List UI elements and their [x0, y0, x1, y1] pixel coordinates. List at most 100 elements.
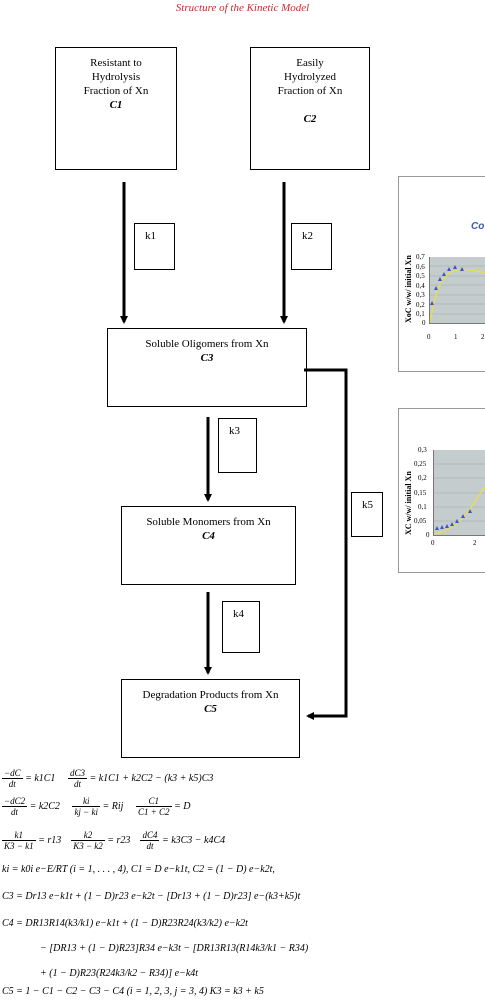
- tick: 1: [454, 333, 458, 341]
- equation-text: = r23: [107, 834, 131, 846]
- tick: 0,2: [418, 474, 427, 482]
- tick: 0: [431, 539, 435, 547]
- chart-panel-1-point: [442, 272, 446, 276]
- box-c3: Soluble Oligomers from Xn C3: [107, 328, 307, 407]
- chart-panel-2-point: [440, 525, 444, 529]
- tick: 2: [473, 539, 477, 547]
- box-c5: Degradation Products from Xn C5: [121, 679, 300, 758]
- tick: 0,25: [414, 460, 427, 468]
- tick: 0: [426, 531, 430, 539]
- numerator: dC4: [140, 830, 160, 841]
- box-c1-line3: Fraction of Xn: [83, 85, 149, 97]
- denominator: dt: [11, 807, 19, 817]
- tick: 0,3: [418, 446, 427, 454]
- equation-line-5: C3 = Dr13 e−k1t + (1 − D)r23 e−k2t − [Dr…: [2, 891, 301, 902]
- equation-text: = Rij: [102, 800, 124, 812]
- denominator: C1 + C2: [137, 807, 170, 817]
- box-c1-line1: Resistant to: [90, 57, 142, 69]
- chart-panel-1-points: [430, 265, 464, 305]
- box-c1-variable: C1: [109, 99, 123, 111]
- box-c2-line2: Hydrolyzed: [284, 71, 336, 83]
- box-c3-variable: C3: [200, 352, 214, 364]
- chart-panel-1-point: [430, 301, 434, 305]
- chart-panel-1-ylabel: XoC w/w/ initial Xn: [404, 255, 413, 323]
- chart-panel-1-point: [438, 277, 442, 281]
- box-c5-variable: C5: [204, 703, 217, 715]
- chart-panel-1-point: [460, 267, 464, 271]
- chart-panel-2-plot: [433, 450, 485, 536]
- denominator: dt: [8, 779, 16, 789]
- numerator: k2: [71, 830, 105, 841]
- tick: 0: [427, 333, 431, 341]
- tick: 0,15: [414, 489, 427, 497]
- chart-panel-2-points: [435, 509, 472, 530]
- equation-text: = k1C1: [25, 772, 56, 784]
- arrow-c3-to-c5: [304, 368, 348, 720]
- numerator: −dC2: [2, 796, 28, 807]
- box-c2-line3: Fraction of Xn: [277, 85, 343, 97]
- rate-k1: k1: [134, 223, 175, 270]
- numerator: C1: [135, 796, 172, 807]
- tick: 2: [481, 333, 485, 341]
- denominator: K3 − k2: [73, 841, 103, 851]
- chart-panel-2-point: [445, 524, 449, 528]
- numerator: k1: [2, 830, 36, 841]
- box-c3-line1: Soluble Oligomers from Xn: [145, 338, 269, 350]
- chart-panel-2-point: [461, 514, 465, 518]
- equation-text: = k2C2: [29, 800, 60, 812]
- chart-panel-1-fit-curve: [429, 269, 485, 324]
- numerator: −dC: [2, 768, 23, 779]
- equation-line-7: − [DR13 + (1 − D)R23]R34 e−k3t − [DR13R1…: [40, 943, 309, 954]
- chart-panel-2-fit-curve: [433, 486, 485, 535]
- denominator: K3 − k1: [4, 841, 34, 851]
- equation-text: = k3C3 − k4C4: [161, 834, 226, 846]
- chart-panel-2: XC w/w/ initial Xn 0,3 0,25 0,2 0,15 0,1…: [398, 408, 485, 573]
- tick: 0,5: [416, 272, 425, 280]
- chart-panel-1-point: [434, 286, 438, 290]
- box-c2: Easily Hydrolyzed Fraction of Xn C2: [250, 47, 370, 170]
- box-c2-variable: C2: [303, 113, 317, 125]
- equation-text: = r13: [38, 834, 62, 846]
- chart-panel-1: Co XoC w/w/ initial Xn 0,7 0,6 0,5 0,4 0…: [398, 176, 485, 372]
- tick: 0,05: [414, 517, 427, 525]
- numerator: dC3: [67, 768, 87, 779]
- equation-line-6: C4 = DR13R14(k3/k1) e−k1t + (1 − D)R23R2…: [2, 918, 248, 929]
- chart-panel-2-point: [435, 526, 439, 530]
- equation-line-8: + (1 − D)R23(R24k3/k2 − R34)] e−k4t: [40, 968, 199, 979]
- tick: 0,6: [416, 263, 425, 271]
- chart-panel-1-svg: [429, 265, 485, 324]
- rate-k2: k2: [291, 223, 332, 270]
- chart-panel-2-ylabel: XC w/w/ initial Xn: [404, 471, 413, 535]
- equation-text: = k1C1 + k2C2 − (k3 + k5)C3: [89, 772, 214, 784]
- chart-panel-1-point: [453, 265, 457, 269]
- box-c4-line1: Soluble Monomers from Xn: [146, 516, 271, 528]
- chart-panel-1-title: Co: [471, 221, 485, 232]
- box-c4-variable: C4: [202, 530, 215, 542]
- tick: 0,2: [416, 301, 425, 309]
- rate-k5: k5: [351, 492, 383, 537]
- denominator: dt: [146, 841, 154, 851]
- box-c5-line1: Degradation Products from Xn: [142, 689, 279, 701]
- numerator: ki: [72, 796, 101, 807]
- rate-k3: k3: [218, 418, 257, 473]
- chart-panel-1-plot: [429, 257, 485, 324]
- tick: 0: [422, 319, 426, 327]
- chart-panel-2-point: [450, 522, 454, 526]
- equation-text: = D: [174, 800, 191, 812]
- chart-panel-1-point: [447, 267, 451, 271]
- box-c2-line1: Easily: [296, 57, 324, 69]
- tick: 0,4: [416, 282, 425, 290]
- box-c4: Soluble Monomers from Xn C4: [121, 506, 296, 585]
- rate-k4: k4: [222, 601, 260, 653]
